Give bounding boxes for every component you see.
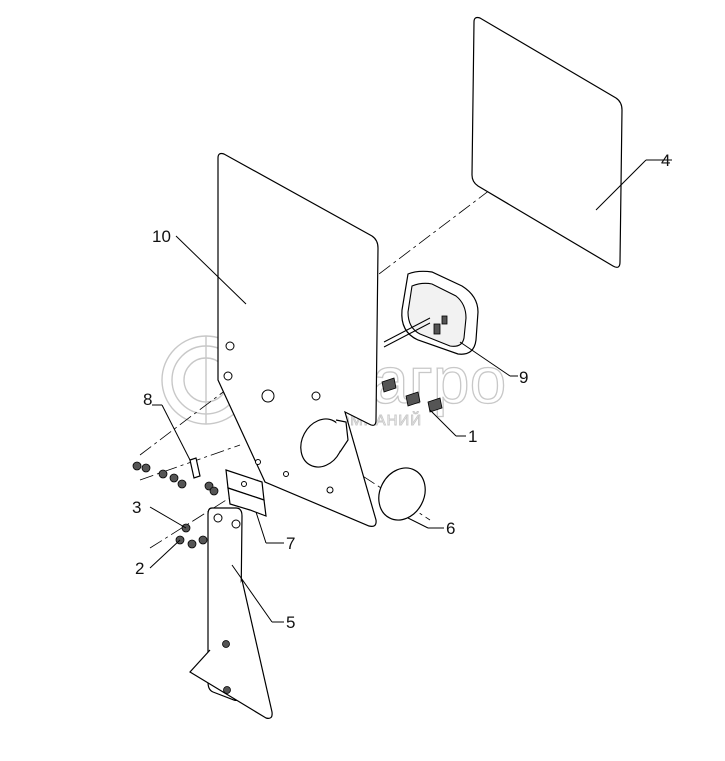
callout-8: 8 xyxy=(143,390,152,409)
part-10-front-panel xyxy=(217,152,379,527)
callout-9: 9 xyxy=(519,368,528,387)
part-1-screws xyxy=(381,377,443,413)
part-7-mounting-bracket xyxy=(225,469,267,517)
part-4-rear-plate xyxy=(471,16,623,268)
part-9-lamp-housing xyxy=(383,270,479,355)
parts-2-3-nuts-washers xyxy=(132,461,219,549)
callout-2: 2 xyxy=(135,559,144,578)
callout-6: 6 xyxy=(446,519,455,538)
callout-4: 4 xyxy=(661,151,670,170)
part-6-round-lens xyxy=(300,418,426,521)
callout-3: 3 xyxy=(132,498,141,517)
part-5-support-stand xyxy=(189,507,273,719)
callout-10: 10 xyxy=(152,227,171,246)
callout-7: 7 xyxy=(286,534,295,553)
callout-5: 5 xyxy=(286,613,295,632)
callout-1: 1 xyxy=(468,427,477,446)
callout-labels: 1 2 3 4 5 6 7 8 9 10 xyxy=(132,151,670,632)
callout-leaders xyxy=(149,159,672,623)
part-8-small-bracket xyxy=(189,457,201,479)
